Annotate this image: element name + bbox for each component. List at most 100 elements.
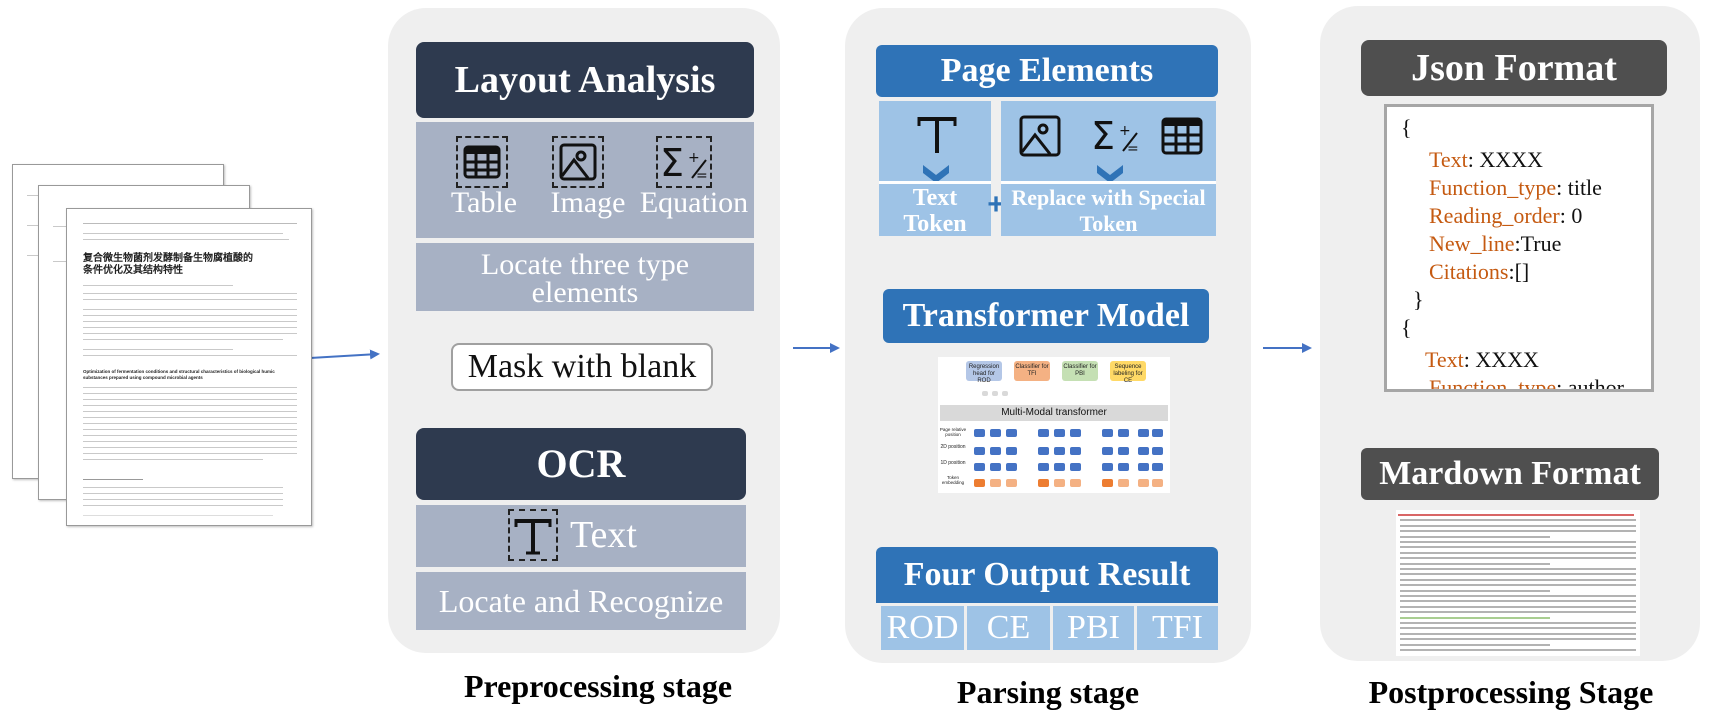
layout-analysis-header: Layout Analysis [416, 42, 754, 118]
special-table-icon [1159, 113, 1205, 159]
document-english-title: Optimization of fermentation conditions … [83, 369, 275, 380]
json-value: :True [1514, 231, 1562, 256]
svg-text:+: + [1119, 123, 1131, 139]
token-cell [1054, 429, 1065, 437]
json-value: : title [1556, 175, 1602, 200]
head-stub [1002, 391, 1008, 396]
token-cell [1118, 429, 1129, 437]
special-equation-icon: Σ + = [1089, 111, 1141, 159]
token-cell [1138, 479, 1149, 487]
token-cell [1118, 447, 1129, 455]
token-cell [1102, 429, 1113, 437]
markdown-line [1400, 611, 1636, 614]
markdown-line [1400, 627, 1636, 630]
token-cell [974, 429, 985, 437]
json-close-brace: } [1413, 287, 1424, 312]
token-cell [1152, 463, 1163, 471]
row-label-token-embedding: Token embedding [941, 475, 965, 485]
special-token-label: Replace with Special Token [1011, 185, 1206, 236]
token-cell [1070, 463, 1081, 471]
row-label-2d-position: 2D position [940, 444, 966, 450]
token-cell [974, 447, 985, 455]
transformer-model-header: Transformer Model [883, 289, 1209, 343]
head-stub [982, 391, 988, 396]
markdown-line [1400, 562, 1550, 565]
document-stack: 复合微生物菌剂发酵制备生物腐植酸的 条件优化及其结构特性 Optimizatio… [12, 160, 312, 530]
arrow-docs-to-preprocessing [309, 349, 380, 360]
markdown-line [1400, 530, 1636, 533]
json-key: New_line [1429, 231, 1515, 256]
table-label: Table [450, 186, 518, 219]
token-cell [1138, 447, 1149, 455]
image-label: Image [550, 186, 626, 219]
json-value: : author [1556, 375, 1624, 392]
markdown-line [1400, 638, 1636, 641]
json-line-0: Text: XXXX [1429, 147, 1543, 173]
text-t-icon [508, 509, 558, 561]
plus-sign: + [987, 188, 1005, 221]
json-second-open-brace: { [1401, 315, 1412, 340]
json-value: :[] [1508, 259, 1530, 284]
token-cell [1070, 447, 1081, 455]
token-cell [1054, 463, 1065, 471]
token-cell [1070, 479, 1081, 487]
document-chinese-title: 复合微生物菌剂发酵制备生物腐植酸的 条件优化及其结构特性 [83, 253, 253, 276]
token-cell [990, 447, 1001, 455]
token-cell [1102, 463, 1113, 471]
markdown-line [1400, 632, 1636, 635]
output-rod: ROD [881, 606, 964, 650]
json-line-2: Reading_order: 0 [1429, 203, 1582, 229]
text-t-glyph-icon [915, 111, 959, 159]
token-cell [974, 463, 985, 471]
markdown-line [1400, 519, 1636, 522]
markdown-line [1400, 573, 1636, 576]
head-classifier-pbi: Classifier for PBI [1062, 361, 1098, 381]
markdown-line [1400, 616, 1550, 619]
json-value: : 0 [1559, 203, 1583, 228]
output-tfi: TFI [1137, 606, 1218, 650]
head-sequence-ce: Sequence labeling for CE [1110, 361, 1146, 384]
markdown-line [1400, 524, 1636, 527]
layout-icons-block: Table Image Σ + = Equation [416, 122, 754, 238]
special-token-block: Σ + = Replace with Special Token [1001, 101, 1216, 236]
token-cell [1038, 479, 1049, 487]
svg-text:Σ: Σ [660, 141, 684, 185]
markdown-line [1400, 535, 1550, 538]
svg-text:=: = [1127, 141, 1139, 157]
locate-and-recognize: Locate and Recognize [416, 572, 746, 630]
token-cell [1006, 447, 1017, 455]
token-cell [1006, 429, 1017, 437]
token-cell [1006, 463, 1017, 471]
token-cell [1038, 447, 1049, 455]
token-cell [1006, 479, 1017, 487]
locate-three-types: Locate three type elements [416, 243, 754, 311]
image-icon [552, 136, 604, 188]
equation-icon: Σ + = [656, 136, 712, 188]
special-token-divider [1001, 181, 1216, 184]
preprocessing-stage-label: Preprocessing stage [463, 668, 733, 704]
markdown-line [1400, 600, 1636, 603]
token-cell [1152, 479, 1163, 487]
json-key: Reading_order [1429, 203, 1560, 228]
json-key: Text [1429, 147, 1468, 172]
svg-text:=: = [696, 168, 708, 184]
token-cell [974, 479, 985, 487]
mask-with-blank-box: Mask with blank [451, 343, 713, 391]
text-token-label: Text Token [903, 185, 967, 237]
markdown-line [1400, 557, 1636, 560]
json-third-line: Function_type: author [1429, 375, 1624, 392]
svg-text:+: + [688, 150, 700, 166]
ocr-text-block: Text [416, 505, 746, 567]
markdown-line [1398, 514, 1634, 516]
json-second-line: Text: XXXX [1425, 347, 1539, 373]
token-cell [1138, 429, 1149, 437]
markdown-line [1400, 578, 1636, 581]
markdown-format-header: Mardown Format [1361, 448, 1659, 500]
token-cell [1118, 463, 1129, 471]
text-token-block: Text Token [879, 101, 991, 237]
json-key: Function_type [1429, 175, 1557, 200]
multimodal-bar: Multi-Modal transformer [940, 405, 1168, 421]
json-key: Text [1425, 347, 1464, 372]
special-image-icon [1017, 113, 1063, 159]
head-regression-rod: Regression head for ROD [966, 361, 1002, 384]
